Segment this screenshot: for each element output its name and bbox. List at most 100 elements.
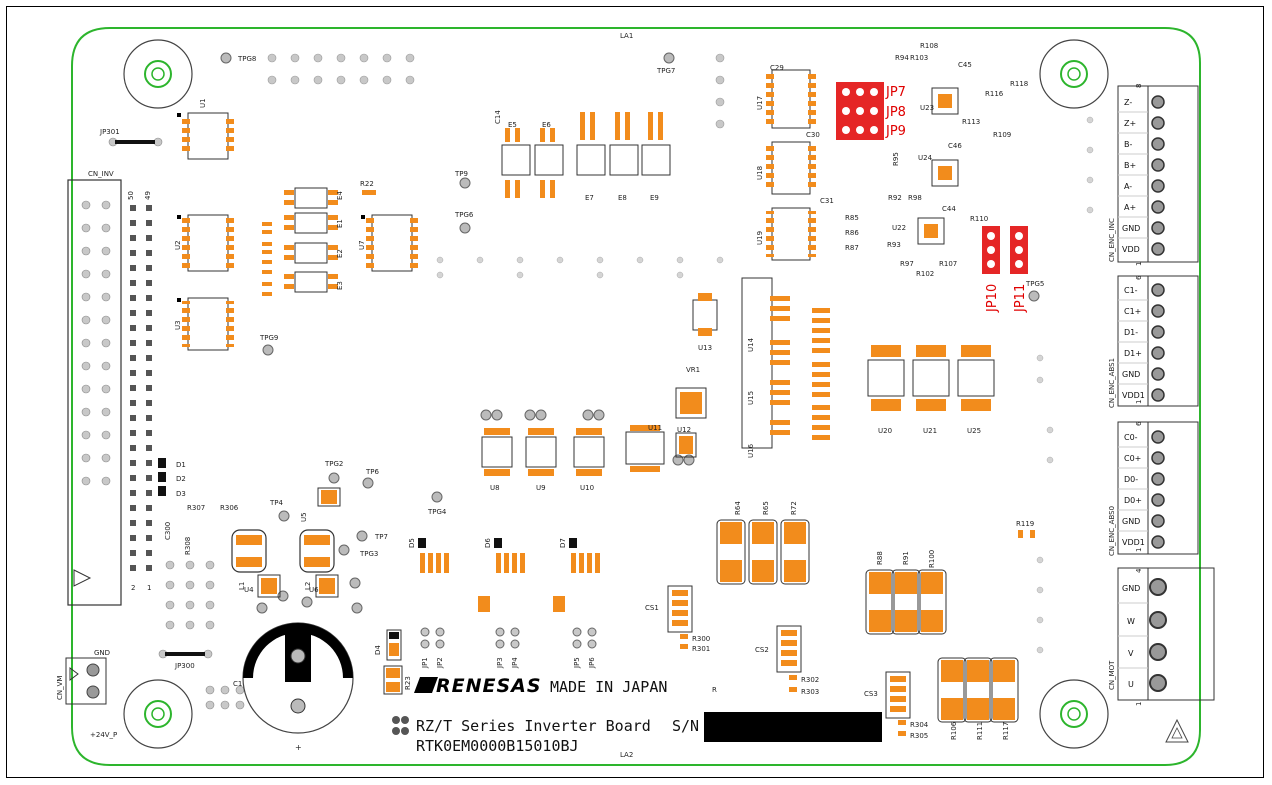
c44-label: C44 — [942, 205, 956, 213]
jp7-label: JP7 — [885, 85, 906, 100]
r95-label: R95 — [892, 152, 900, 166]
drawing-frame — [6, 6, 1264, 778]
r106-label: R106 — [950, 721, 958, 740]
jp3-label: JP3 — [496, 657, 504, 669]
cs3-label: CS3 — [864, 690, 878, 698]
c31-label: C31 — [820, 197, 834, 205]
tpg9-label: TPG9 — [259, 334, 278, 342]
u9-label: U9 — [536, 484, 546, 492]
u22-label: U22 — [892, 224, 906, 232]
c1-label: C1 — [233, 680, 242, 688]
la2-label: LA2 — [620, 751, 633, 759]
abs0-pin-6: VDD1 — [1122, 538, 1145, 547]
u5-label: U5 — [300, 512, 308, 522]
r303-label: R303 — [801, 688, 819, 696]
r102-label: R102 — [916, 270, 934, 278]
current-sensors — [667, 585, 911, 719]
mounting-hole-top-right — [1039, 39, 1109, 109]
cn-enc-abs0-bot-num: 1 — [1135, 548, 1143, 552]
cn-enc-inc-connector — [1117, 85, 1199, 263]
c300-label: C300 — [164, 522, 172, 540]
e5-label: E5 — [508, 121, 517, 129]
u20-label: U20 — [878, 427, 892, 435]
cn-mot-connector — [1117, 567, 1215, 701]
mounting-hole-bottom-left — [123, 679, 193, 749]
jp10-label: JP10 — [985, 284, 1000, 313]
c46-label: C46 — [948, 142, 962, 150]
abs1-pin-2: C1+ — [1124, 307, 1141, 316]
cn-inv-pin50: 50 — [127, 191, 135, 200]
tp6-label: TP6 — [365, 468, 379, 476]
jp301-label: JP301 — [99, 128, 120, 136]
abs0-pin-1: C0- — [1124, 433, 1138, 442]
d2-label: D2 — [176, 475, 186, 483]
r113-label: R113 — [962, 118, 980, 126]
u12-label: U12 — [677, 426, 691, 434]
jp1-label: JP1 — [421, 657, 429, 669]
r108-label: R108 — [920, 42, 938, 50]
cs2-label: CS2 — [755, 646, 769, 654]
resistor-array-left — [262, 190, 376, 296]
tpg8-label: TPG8 — [237, 55, 256, 63]
cn-enc-abs1-top-num: 6 — [1135, 275, 1143, 280]
r305-label: R305 — [910, 732, 928, 740]
e2-label: E2 — [336, 249, 344, 258]
made-in-japan: MADE IN JAPAN — [550, 678, 667, 696]
e3-label: E3 — [336, 281, 344, 290]
u24-label: U24 — [918, 154, 933, 162]
board-outline — [71, 27, 1201, 766]
e9-label: E9 — [650, 194, 659, 202]
opto-e-group — [294, 144, 671, 293]
cn-enc-abs0-connector — [1117, 421, 1199, 555]
cn-inv-pin1: 1 — [147, 584, 151, 592]
r65-label: R65 — [762, 501, 770, 515]
cn-vm-connector — [65, 657, 107, 705]
tpg2-label: TPG2 — [324, 460, 343, 468]
r23-label: R23 — [404, 676, 412, 690]
ic-u7 — [361, 214, 418, 272]
r93-label: R93 — [887, 241, 901, 249]
cn-inv-pin49: 49 — [144, 191, 152, 200]
abs1-pin-4: D1+ — [1124, 349, 1142, 358]
cn-enc-abs0-top-num: 6 — [1135, 421, 1143, 426]
mot-pin-u: U — [1128, 680, 1134, 689]
jp300-label: JP300 — [174, 662, 195, 670]
u11-label: U11 — [648, 424, 662, 432]
tpg7-label: TPG7 — [656, 67, 675, 75]
c14-label: C14 — [494, 110, 502, 124]
e1-label: E1 — [336, 219, 344, 228]
abs1-pin-1: C1- — [1124, 286, 1138, 295]
u16-label: U16 — [747, 443, 755, 458]
r64-label: R64 — [734, 501, 742, 515]
u10-label: U10 — [580, 484, 594, 492]
inc-pin-3: B- — [1124, 140, 1132, 149]
r72-label: R72 — [790, 501, 798, 515]
abs1-pin-5: GND — [1122, 370, 1140, 379]
u21-label: U21 — [923, 427, 937, 435]
u6-label: U6 — [309, 586, 319, 594]
part-number: RTK0EM0000B15010BJ — [416, 737, 579, 755]
tp4-label: TP4 — [269, 499, 283, 507]
cs1-label: CS1 — [645, 604, 659, 612]
mot-pin-gnd: GND — [1122, 584, 1140, 593]
l1-label: L1 — [238, 582, 246, 590]
jp7-jp9-headers — [836, 82, 884, 140]
u4-label: U4 — [244, 586, 254, 594]
u13-label: U13 — [698, 344, 712, 352]
ic-u18 — [766, 141, 816, 195]
abs0-pin-3: D0- — [1124, 475, 1138, 484]
capacitor-c1: + — [242, 622, 354, 752]
d7-label: D7 — [559, 538, 567, 548]
r87-label: R87 — [845, 244, 859, 252]
u14-label: U14 — [747, 337, 755, 352]
tpg4-label: TPG4 — [427, 508, 447, 516]
cn-enc-inc-top-num: 8 — [1135, 84, 1143, 88]
r85-label: R85 — [845, 214, 859, 222]
cn-inv-label: CN_INV — [88, 170, 114, 178]
r100-label: R100 — [928, 550, 936, 568]
sn-label: S/N — [672, 717, 699, 735]
mounting-hole-top-left — [123, 39, 193, 109]
r111-label: R111 — [976, 722, 984, 740]
tp7-label: TP7 — [374, 533, 388, 541]
